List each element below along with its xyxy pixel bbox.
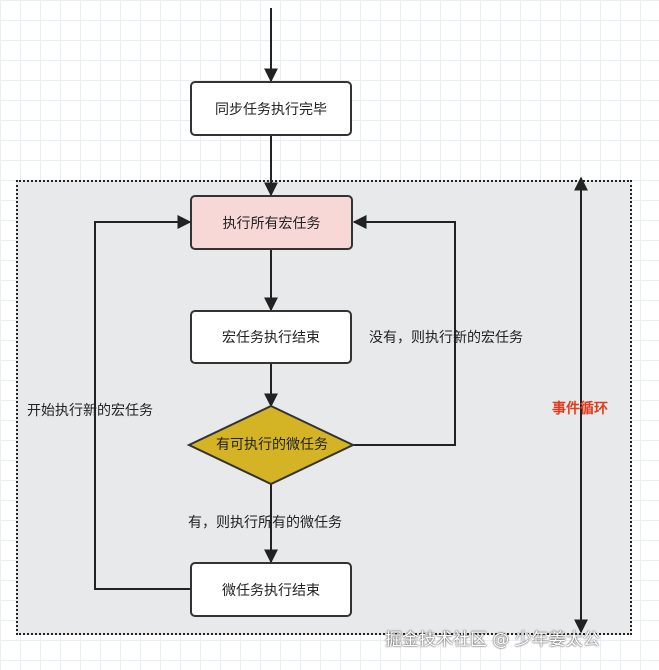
event-loop-region [16, 180, 632, 635]
arrow-restart-loop [94, 215, 192, 590]
arrow-no-micro-loop [352, 215, 456, 446]
edge-label-restart: 开始执行新的宏任务 [27, 403, 153, 419]
node-run-macro-label: 执行所有宏任务 [222, 215, 321, 232]
watermark: 掘金技术社区 @ 少年姜太公 [385, 630, 600, 650]
node-macro-end-label: 宏任务执行结束 [222, 330, 320, 346]
node-sync-done-label: 同步任务执行完毕 [215, 101, 327, 118]
node-run-macro: 执行所有宏任务 [190, 195, 353, 250]
decision-diamond [186, 404, 356, 486]
event-loop-label: 事件循环 [552, 401, 608, 417]
edge-label-yes-micro: 有，则执行所有的微任务 [188, 515, 342, 531]
edge-label-no-micro: 没有，则执行新的宏任务 [369, 330, 523, 346]
node-macro-end: 宏任务执行结束 [190, 310, 352, 364]
node-micro-end: 微任务执行结束 [190, 562, 352, 617]
node-has-micro-label: 有可执行的微任务 [216, 437, 328, 453]
node-sync-done: 同步任务执行完毕 [190, 81, 352, 136]
node-micro-end-label: 微任务执行结束 [222, 582, 320, 599]
